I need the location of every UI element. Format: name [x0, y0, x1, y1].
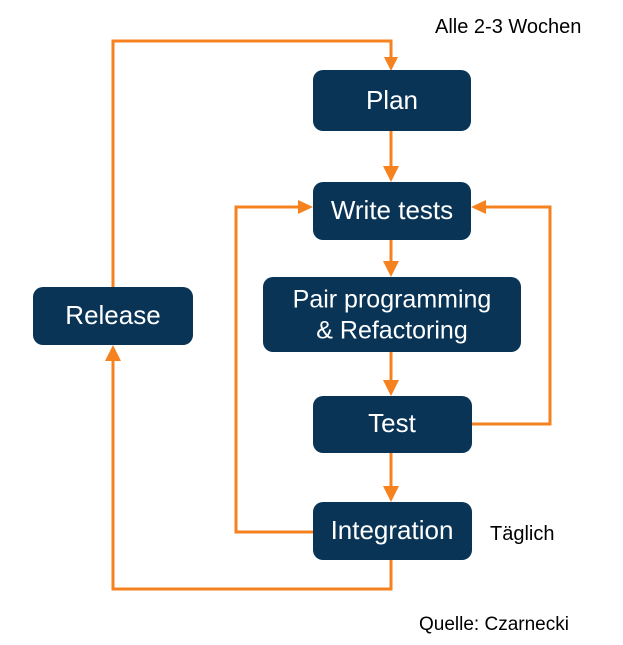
node-plan-shape	[313, 70, 471, 131]
edge-release-to-plan	[111, 39, 398, 287]
edge-write-tests-to-pair-programming	[383, 240, 399, 277]
node-integration-shape	[313, 502, 472, 560]
arrowhead-into-integration	[383, 486, 399, 502]
node-pair-programming-label-line1: Pair programming	[293, 286, 492, 314]
node-release[interactable]: Release	[33, 287, 193, 345]
edge-test-to-integration	[383, 453, 399, 502]
node-test[interactable]: Test	[313, 396, 472, 453]
edge-test-to-write-tests-line	[472, 205, 552, 426]
arrowhead-into-pair-programming	[383, 261, 399, 277]
node-test-label: Test	[368, 408, 416, 438]
node-plan-label: Plan	[366, 85, 418, 115]
arrowhead-into-write-tests-right	[471, 200, 486, 214]
edge-test-to-write-tests	[471, 200, 552, 426]
edge-integration-to-write-tests	[234, 200, 313, 534]
node-integration-label: Integration	[331, 515, 454, 545]
node-pair-programming-shape	[263, 277, 521, 352]
node-pair-programming-label-line2: & Refactoring	[316, 317, 467, 345]
arrowhead-into-release	[105, 345, 121, 361]
node-pair-programming[interactable]: Pair programming & Refactoring	[263, 277, 521, 352]
arrowhead-into-plan	[384, 57, 398, 71]
node-plan[interactable]: Plan	[313, 70, 471, 131]
arrowhead-into-test	[383, 380, 399, 396]
node-integration[interactable]: Integration	[313, 502, 472, 560]
annotation-daily-cadence: Täglich	[490, 523, 554, 545]
edge-integration-to-write-tests-line	[234, 205, 313, 534]
arrowhead-into-write-tests-left	[298, 200, 313, 214]
source-credit: Quelle: Czarnecki	[419, 614, 569, 635]
edge-integration-to-release	[105, 345, 393, 591]
edge-integration-to-release-line	[111, 357, 393, 591]
node-write-tests-label: Write tests	[331, 195, 453, 225]
node-test-shape	[313, 396, 472, 453]
edge-plan-to-write-tests	[383, 131, 399, 182]
arrowhead-into-write-tests-top	[383, 166, 399, 182]
edge-release-to-plan-line	[111, 39, 393, 287]
node-release-shape	[33, 287, 193, 345]
node-release-label: Release	[65, 300, 160, 330]
annotation-release-cadence: Alle 2-3 Wochen	[435, 16, 581, 38]
node-write-tests[interactable]: Write tests	[313, 182, 471, 240]
edge-pair-programming-to-test	[383, 352, 399, 396]
node-write-tests-shape	[313, 182, 471, 240]
